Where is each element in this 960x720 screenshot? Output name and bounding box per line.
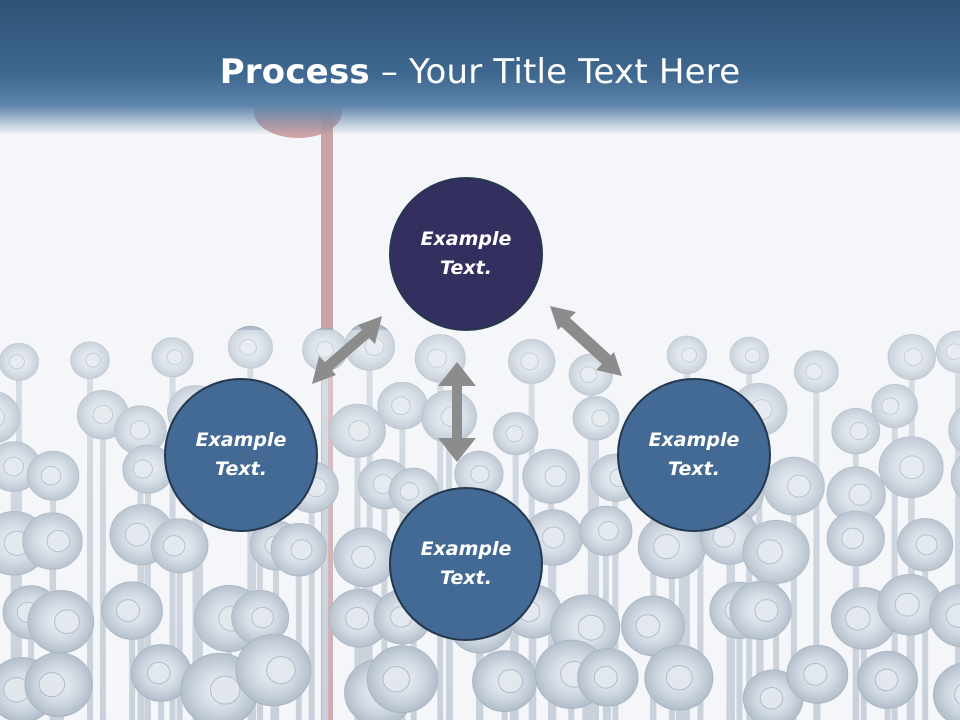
slide-title: Process – Your Title Text Here	[0, 52, 960, 92]
process-node-left[interactable]: Example Text.	[164, 378, 318, 532]
title-rest: – Your Title Text Here	[369, 52, 741, 92]
double-arrow-left	[312, 316, 382, 384]
node-bottom-line1: Example	[420, 538, 512, 560]
node-top-line2: Text.	[440, 257, 492, 279]
node-right-line2: Text.	[668, 458, 720, 480]
title-bar	[0, 0, 960, 135]
node-left-line1: Example	[195, 429, 287, 451]
double-arrow-right	[550, 306, 622, 376]
process-node-top[interactable]: Example Text.	[389, 177, 543, 331]
node-bottom-line2: Text.	[440, 567, 492, 589]
title-bold: Process	[219, 52, 370, 92]
process-node-right[interactable]: Example Text.	[617, 378, 771, 532]
node-left-line2: Text.	[215, 458, 267, 480]
process-node-bottom[interactable]: Example Text.	[389, 487, 543, 641]
node-right-line1: Example	[648, 429, 740, 451]
node-top-line1: Example	[420, 228, 512, 250]
double-arrow-vertical	[438, 362, 476, 462]
